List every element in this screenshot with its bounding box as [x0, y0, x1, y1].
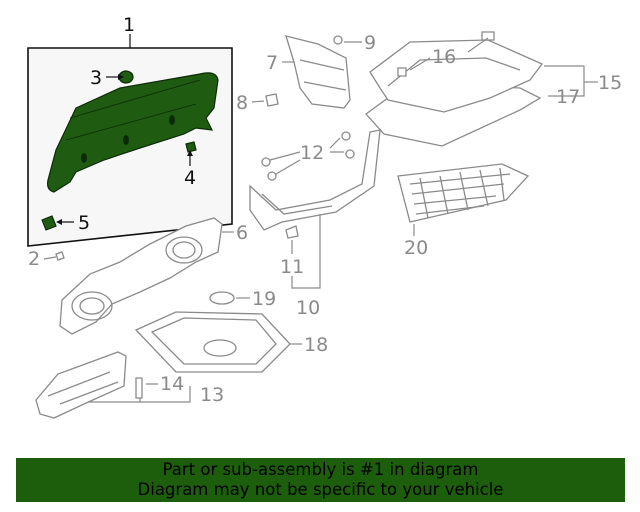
callout-3[interactable]: 3: [90, 67, 102, 89]
part-7-cover: [285, 35, 351, 109]
part-11-clip: [285, 225, 299, 239]
part-15-upper-board: [369, 39, 544, 113]
callout-17[interactable]: 17: [556, 86, 580, 108]
callout-8[interactable]: 8: [236, 92, 248, 114]
part-2-group: 2: [28, 248, 65, 270]
part-12-clip-c: [341, 131, 351, 141]
part-12-clip-a: [261, 157, 271, 167]
part-14-bolt: [135, 377, 143, 399]
callout-19[interactable]: 19: [252, 288, 276, 310]
callout-11[interactable]: 11: [280, 256, 304, 278]
part-7-group: 7 8 9: [236, 32, 376, 114]
callout-12[interactable]: 12: [300, 142, 324, 164]
part-10-group: 11 10 12: [249, 129, 381, 319]
part-2-pin: [55, 251, 65, 261]
part-6-group: 6: [59, 217, 248, 335]
rear-trim-panel: [47, 72, 219, 193]
part-8-clip: [265, 93, 279, 107]
callout-14[interactable]: 14: [160, 373, 184, 395]
part-5-clip: [41, 215, 57, 231]
callout-2[interactable]: 2: [28, 248, 40, 270]
part-6-insulator: [59, 217, 223, 335]
part-4-fastener: [185, 141, 197, 153]
part-10-sill-plate: [249, 129, 381, 231]
callout-10[interactable]: 10: [296, 297, 320, 319]
part-18-group: 18 19: [134, 288, 328, 373]
part-16-clip-a: [481, 31, 495, 41]
callout-5[interactable]: 5: [78, 212, 90, 234]
part-15-group: 16 15 17: [365, 31, 622, 147]
part-12-clip-b: [267, 171, 277, 181]
callout-4[interactable]: 4: [184, 167, 196, 189]
part-18-tray: [134, 311, 291, 373]
part-12-clip-d: [345, 149, 355, 159]
part-13-group: 14 13: [35, 351, 224, 419]
part-9-screw: [333, 35, 343, 45]
part-20-group: 20: [397, 163, 530, 259]
callout-15[interactable]: 15: [598, 72, 622, 94]
callout-9[interactable]: 9: [364, 32, 376, 54]
part-13-bracket: [35, 351, 127, 419]
callout-1[interactable]: 1: [123, 14, 135, 36]
banner-line-1: Part or sub-assembly is #1 in diagram: [162, 460, 479, 479]
assembly-1-group: 1 3 4 5: [27, 14, 233, 247]
part-20-cargo-net: [397, 163, 530, 223]
part-19-grommet: [209, 291, 235, 305]
callout-13[interactable]: 13: [200, 384, 224, 406]
callout-16[interactable]: 16: [432, 46, 456, 68]
callout-6[interactable]: 6: [236, 222, 248, 244]
callout-7[interactable]: 7: [266, 52, 278, 74]
part-16-clip-b: [397, 67, 407, 77]
banner-line-2: Diagram may not be specific to your vehi…: [137, 480, 504, 499]
info-banner: Part or sub-assembly is #1 in diagram Di…: [16, 458, 625, 502]
callout-18[interactable]: 18: [304, 334, 328, 356]
callout-20[interactable]: 20: [404, 237, 428, 259]
